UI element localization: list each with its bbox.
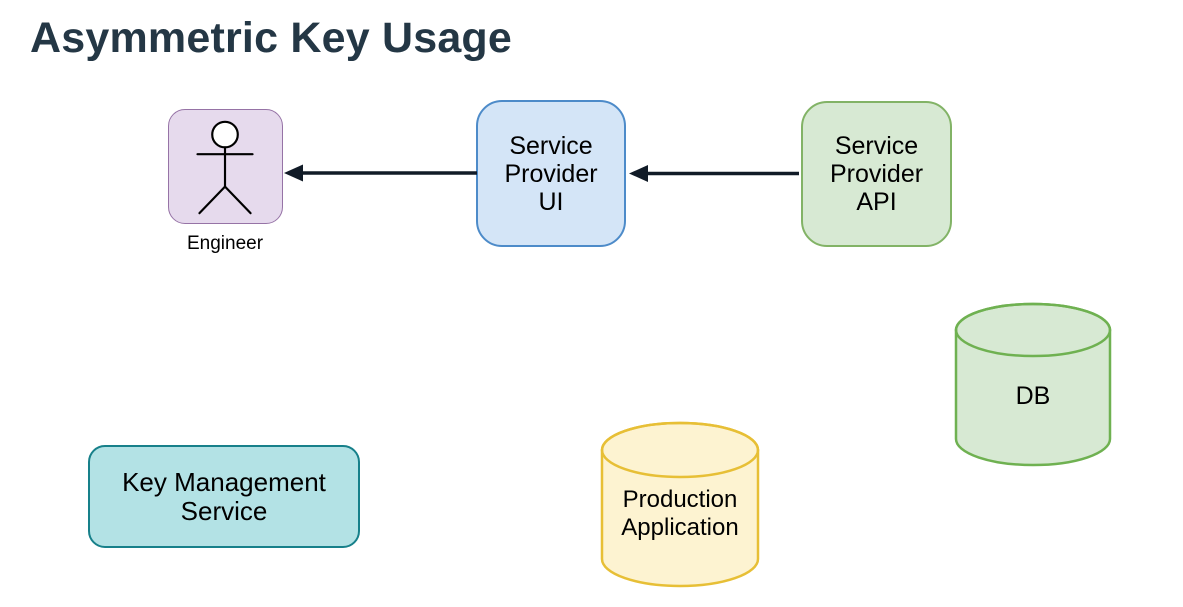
node-label-line: Production — [622, 486, 738, 513]
cylinder-top-rim — [600, 421, 760, 479]
arrow-ui-to-engineer[interactable] — [284, 164, 477, 182]
node-engineer-label: Engineer — [186, 233, 264, 254]
node-production-application-cylinder[interactable] — [600, 421, 760, 588]
node-label-line: Provider — [504, 159, 598, 188]
diagram-title: Asymmetric Key Usage — [30, 14, 513, 62]
arrowhead-left — [629, 165, 648, 182]
node-label-line: API — [856, 188, 897, 216]
arrow-api-to-ui[interactable] — [629, 165, 799, 182]
node-db-label: DB — [1015, 382, 1051, 410]
node-db-cylinder[interactable] — [954, 302, 1112, 467]
node-label-line: Key Management — [122, 466, 326, 497]
node-label-line: Service — [509, 131, 593, 160]
node-service-provider-ui[interactable]: Service Provider UI — [476, 100, 626, 247]
cylinder-top-rim — [954, 302, 1112, 358]
node-service-provider-api[interactable]: Service Provider API — [801, 101, 952, 247]
node-key-management-service[interactable]: Key Management Service — [88, 445, 360, 548]
node-label-line: Service — [180, 495, 268, 526]
node-label-line: Service — [834, 132, 919, 160]
node-engineer[interactable] — [168, 109, 283, 224]
stick-figure-actor-icon — [196, 120, 254, 215]
node-production-application-label: Production Application — [600, 486, 760, 542]
node-label-line: Provider — [829, 160, 924, 188]
arrowhead-left — [284, 164, 303, 182]
node-label-line: UI — [538, 187, 564, 216]
node-label-line: Application — [621, 514, 739, 541]
